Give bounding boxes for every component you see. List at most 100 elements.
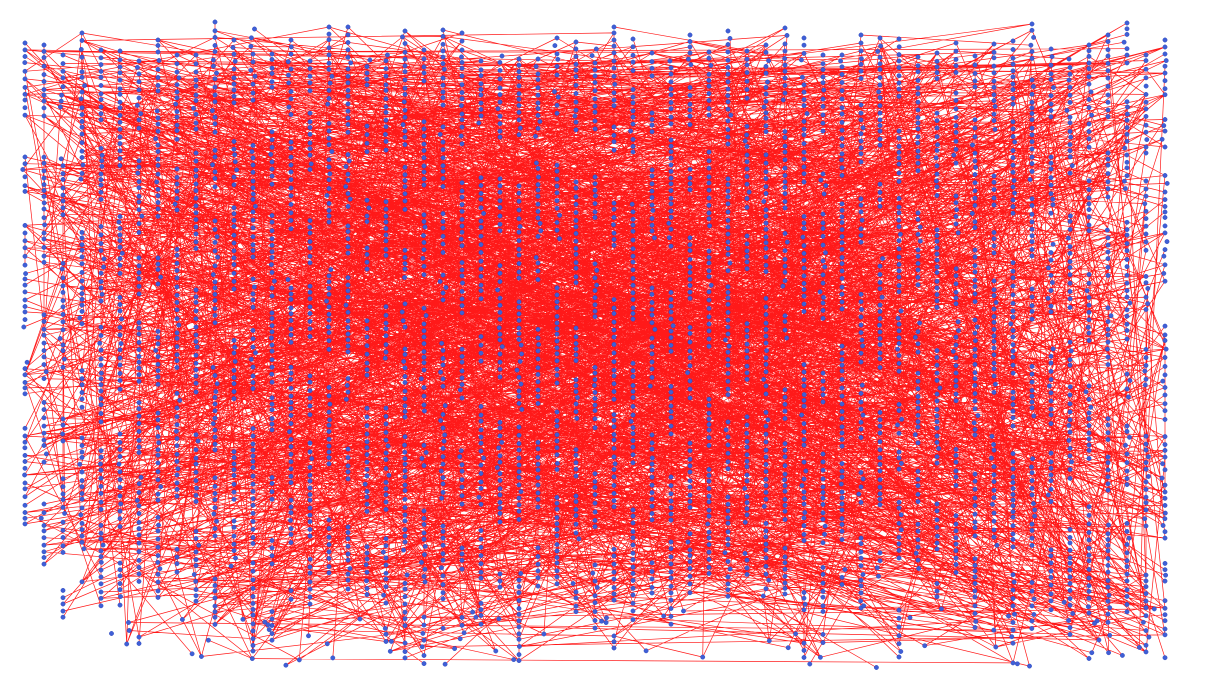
graph-node: [915, 216, 921, 222]
graph-node: [1029, 27, 1035, 33]
graph-node: [780, 283, 786, 289]
graph-node: [611, 569, 617, 575]
graph-node: [345, 236, 351, 242]
graph-node: [1067, 535, 1073, 540]
graph-node: [155, 528, 161, 534]
graph-node: [706, 202, 712, 208]
graph-node: [782, 387, 788, 393]
graph-node: [535, 568, 541, 574]
graph-node: [193, 246, 199, 251]
graph-node: [535, 482, 541, 488]
graph-node: [535, 85, 541, 91]
graph-node: [611, 206, 617, 212]
graph-node: [307, 311, 313, 316]
graph-node: [594, 585, 600, 590]
graph-node: [763, 447, 769, 453]
graph-node: [820, 300, 826, 306]
graph-node: [364, 452, 370, 457]
graph-node: [1067, 244, 1073, 250]
graph-node: [516, 469, 522, 474]
graph-node: [249, 656, 255, 661]
graph-node: [687, 256, 693, 262]
graph-node: [1029, 132, 1035, 138]
graph-node: [383, 58, 389, 64]
graph-node: [1048, 360, 1054, 366]
graph-node: [174, 207, 180, 213]
graph-node: [136, 125, 142, 131]
graph-node: [402, 63, 408, 69]
graph-node: [763, 312, 769, 317]
graph-node: [1089, 112, 1095, 118]
graph-node: [877, 423, 883, 429]
graph-node: [725, 239, 731, 245]
graph-node: [895, 346, 900, 352]
graph-node: [459, 368, 465, 374]
graph-node: [1048, 353, 1054, 359]
graph-node: [440, 411, 446, 417]
graph-node: [383, 326, 389, 332]
graph-node: [499, 53, 505, 59]
graph-node: [250, 488, 256, 494]
graph-node: [117, 355, 123, 361]
graph-node: [687, 270, 693, 275]
graph-node: [725, 574, 731, 580]
graph-node: [687, 386, 693, 392]
graph-node: [573, 46, 579, 52]
graph-node: [575, 395, 580, 400]
graph-node: [497, 99, 503, 105]
graph-node: [174, 82, 180, 88]
graph-node: [155, 588, 161, 594]
graph-node: [554, 338, 560, 344]
graph-node: [953, 193, 959, 199]
graph-node: [913, 334, 918, 340]
graph-node: [801, 655, 807, 660]
graph-node: [288, 285, 294, 291]
graph-node: [535, 268, 541, 274]
graph-node: [1161, 270, 1167, 276]
graph-node: [725, 71, 731, 77]
graph-node: [345, 337, 351, 343]
graph-node: [1010, 389, 1016, 395]
graph-node: [1048, 93, 1054, 99]
graph-node: [687, 235, 693, 241]
graph-node: [991, 230, 997, 235]
graph-node: [573, 334, 579, 340]
graph-node: [1124, 219, 1130, 225]
graph-node: [60, 595, 66, 601]
graph-node: [174, 61, 180, 67]
graph-node: [478, 282, 484, 288]
graph-node: [915, 476, 921, 482]
graph-node: [744, 259, 750, 265]
graph-node: [251, 284, 257, 290]
graph-node: [1067, 401, 1073, 407]
graph-node: [79, 376, 85, 381]
graph-node: [1086, 396, 1092, 402]
graph-node: [915, 85, 921, 91]
graph-node: [782, 199, 788, 205]
graph-node: [838, 58, 843, 64]
graph-node: [554, 198, 560, 204]
graph-node: [326, 346, 332, 352]
graph-node: [402, 396, 408, 402]
graph-node: [345, 129, 351, 135]
graph-node: [725, 357, 731, 362]
graph-node: [630, 222, 636, 228]
graph-node: [820, 565, 826, 570]
graph-node: [497, 571, 503, 577]
graph-node: [345, 455, 351, 460]
graph-node: [156, 440, 162, 446]
graph-node: [535, 100, 541, 106]
graph-node: [79, 112, 85, 117]
graph-node: [174, 561, 180, 567]
graph-node: [934, 460, 940, 466]
graph-node: [628, 418, 634, 424]
graph-node: [193, 432, 199, 438]
graph-node: [155, 186, 161, 192]
graph-node: [725, 559, 731, 564]
graph-node: [402, 77, 408, 83]
graph-node: [117, 370, 123, 376]
graph-node: [1086, 537, 1092, 543]
graph-node: [744, 56, 750, 62]
graph-node: [991, 333, 997, 339]
graph-node: [364, 372, 370, 378]
